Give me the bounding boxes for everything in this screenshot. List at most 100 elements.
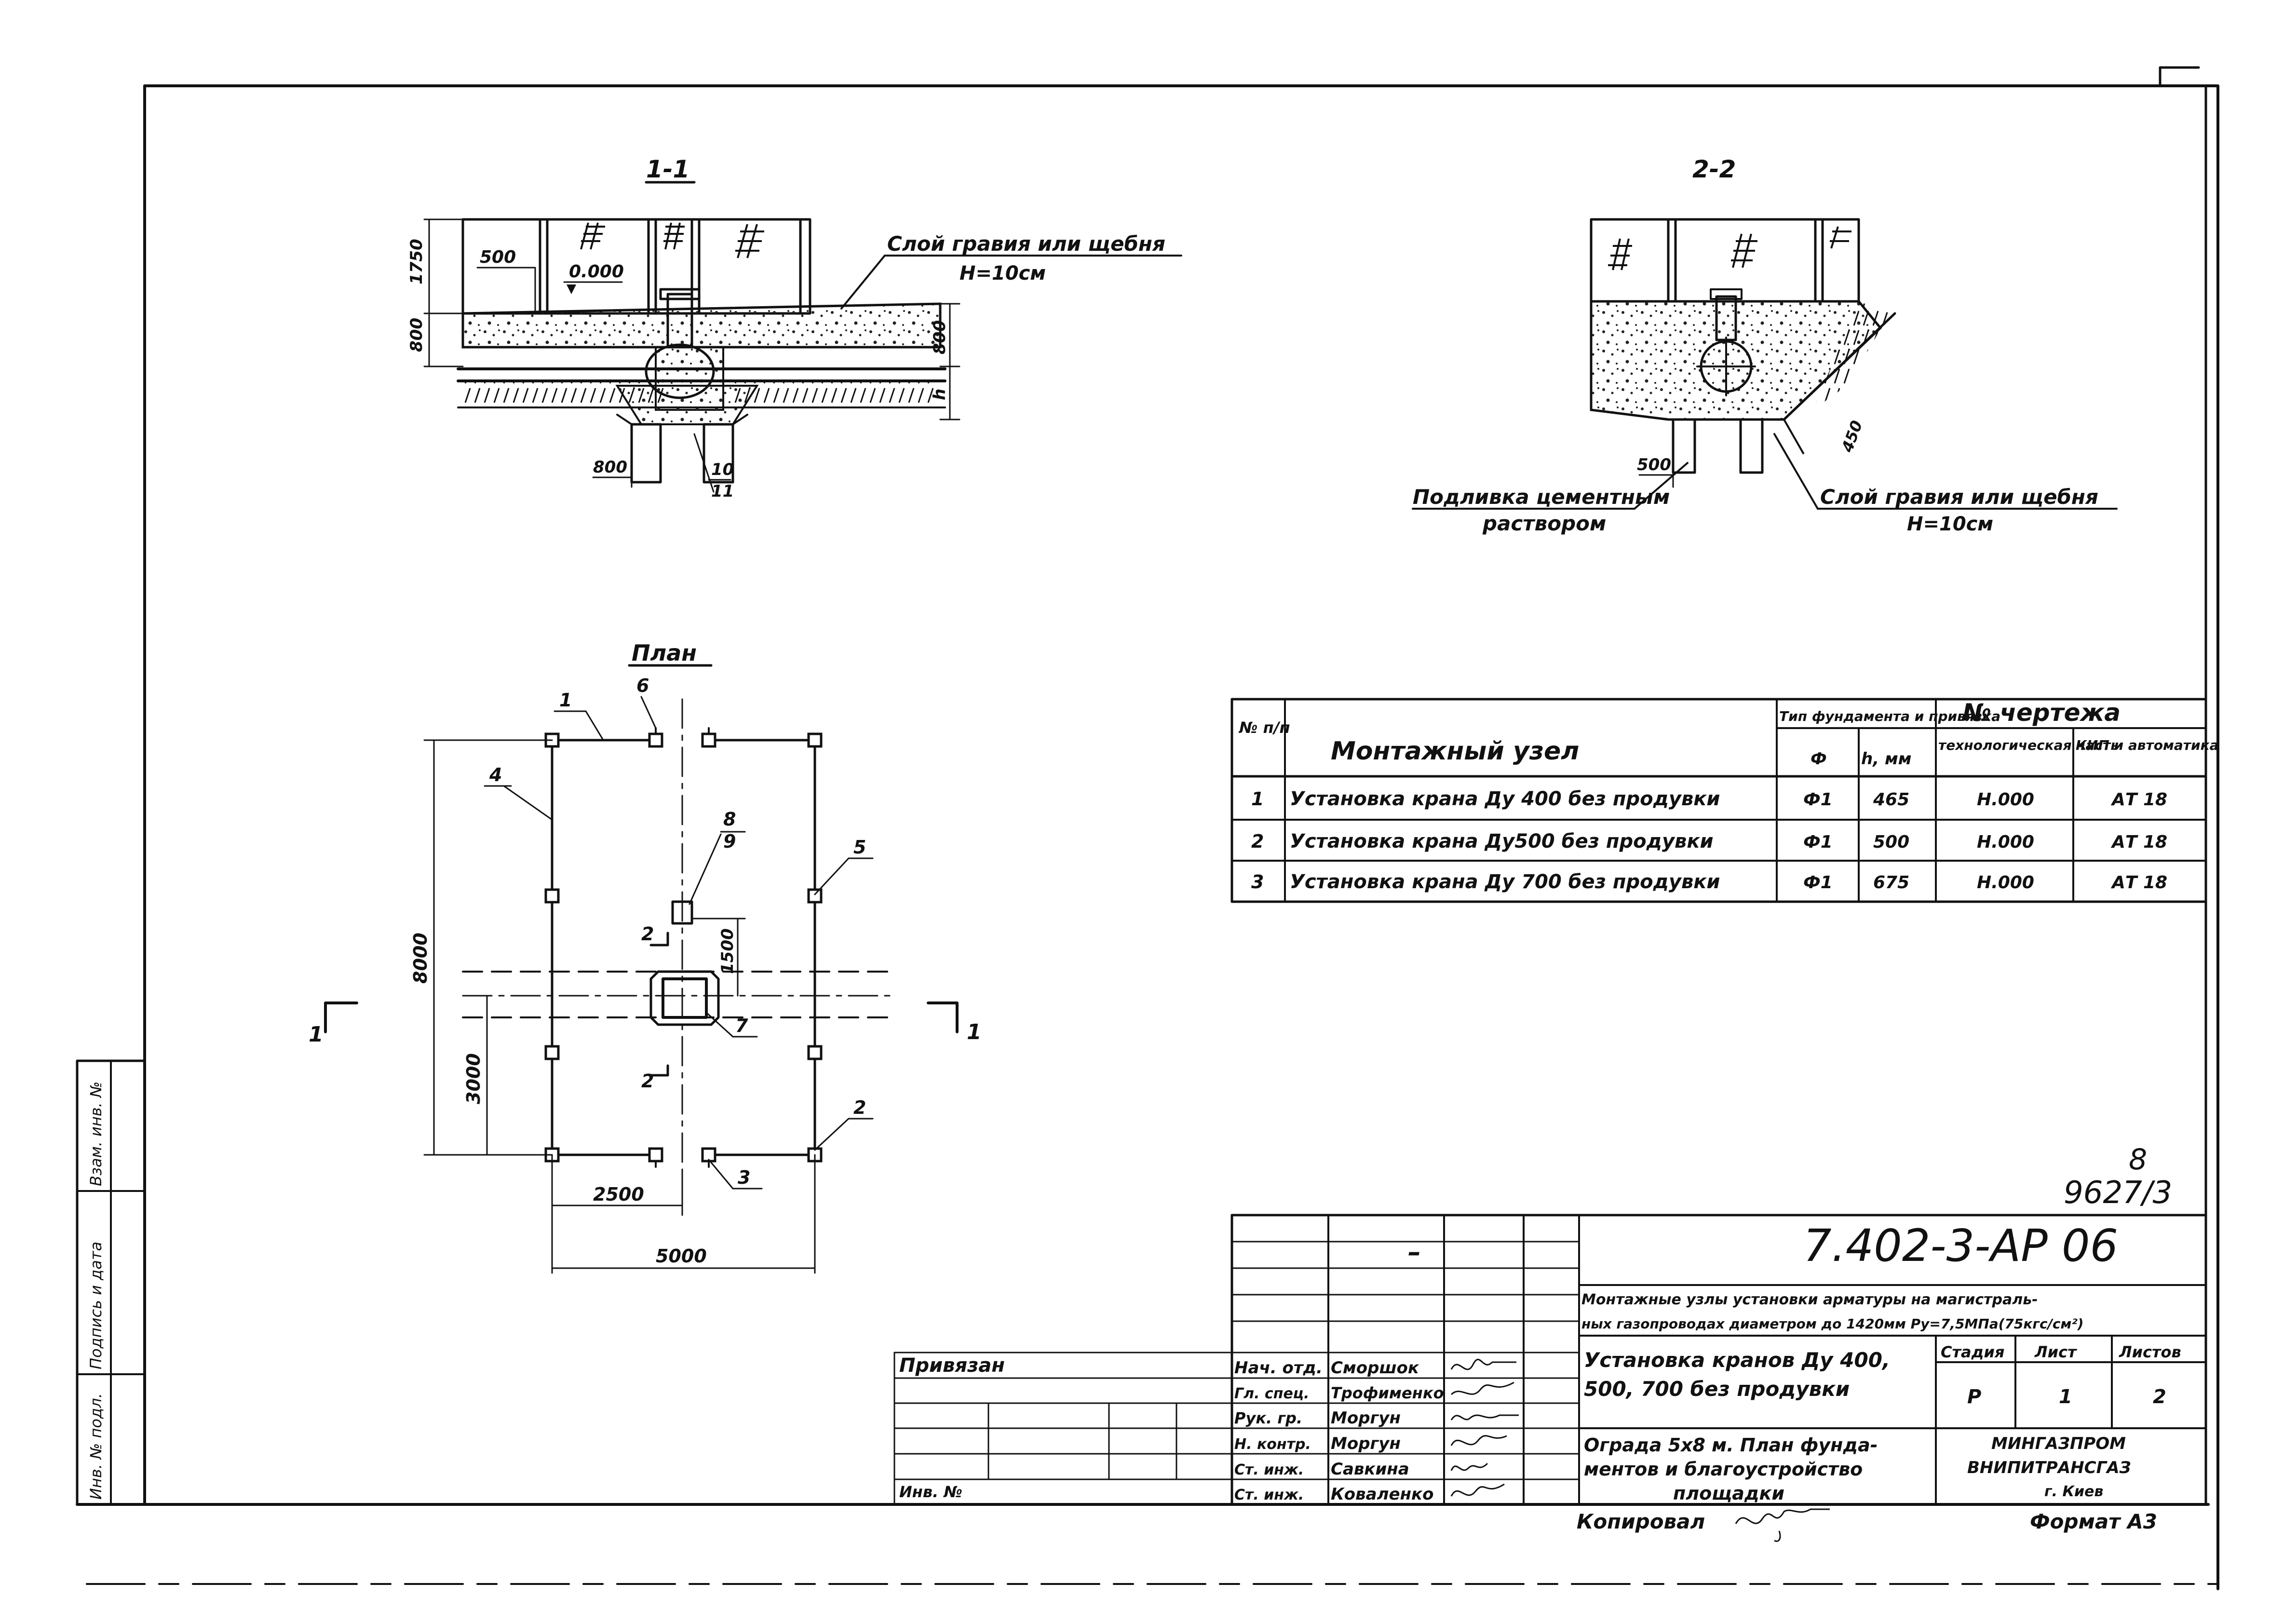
pos-8: 8	[723, 809, 736, 830]
series-line-2: ных газопроводах диаметром до 1420мм Ру=…	[1581, 1316, 2083, 1332]
svg-text:Ф1: Ф1	[1803, 790, 1833, 810]
document-code: 7.402-3-АР 06	[1803, 1220, 2118, 1272]
plan-dim-3000: 3000	[463, 1053, 484, 1104]
cut-label-bottom: 2	[641, 1070, 654, 1092]
pos-6: 6	[636, 675, 649, 696]
section-2-2: 2-2 500 450 Подливка цементным раствор	[1412, 155, 2118, 535]
th-drawing: № чертежа	[1961, 699, 2121, 727]
sheet-frame	[76, 66, 2219, 1590]
sheet-label: Лист	[2034, 1343, 2078, 1361]
pos-1: 1	[559, 690, 572, 711]
s2-dim-500: 500	[1637, 455, 1671, 474]
svg-text:675: 675	[1873, 873, 1909, 893]
sheet-reference: 8 9627/3	[2064, 1143, 2172, 1211]
th-tech: технологическая часть	[1938, 737, 2119, 753]
pos-9: 9	[723, 831, 736, 852]
th-phi: Ф	[1811, 749, 1827, 769]
sheet-ref-top: 8	[2129, 1143, 2147, 1177]
org-city: г. Киев	[2044, 1483, 2103, 1500]
drawing-title-1: Установка кранов Ду 400,	[1584, 1348, 1890, 1372]
svg-text:Ф1: Ф1	[1803, 873, 1833, 893]
sheet-value: 1	[2059, 1386, 2072, 1408]
th-foundation: Тип фундамента и привязка	[1779, 708, 2000, 724]
svg-text:АТ 18: АТ 18	[2110, 873, 2167, 893]
svg-text:Н. контр.: Н. контр.	[1234, 1436, 1311, 1453]
s1-gravel-note: Слой гравия или щебня	[887, 232, 1165, 256]
plan-dim-5000: 5000	[656, 1245, 707, 1267]
svg-text:Гл. спец.: Гл. спец.	[1234, 1385, 1309, 1402]
pos-5: 5	[853, 837, 866, 858]
th-h: h, мм	[1861, 749, 1912, 769]
inv-label: Инв. №	[899, 1483, 962, 1501]
signatures	[1450, 1358, 1519, 1497]
drawing-subject-2: ментов и благоустройство	[1584, 1459, 1863, 1480]
sheets-label: Листов	[2119, 1343, 2181, 1361]
s1-gravel-height: Н=10см	[959, 262, 1046, 284]
plan-view: План 1500	[309, 640, 982, 1274]
cut-label-left: 1	[309, 1022, 324, 1047]
plan-dim-8000: 8000	[410, 933, 431, 984]
dim-500-top: 500	[480, 247, 516, 267]
org-ministry: МИНГАЗПРОМ	[1991, 1434, 2126, 1453]
plan-dim-1500: 1500	[718, 928, 737, 974]
fence-posts	[544, 732, 823, 1163]
svg-text:Установка крана Ду 400 без про: Установка крана Ду 400 без продувки	[1290, 788, 1720, 810]
cut-label-top: 2	[641, 923, 654, 945]
drawing-title-2: 500, 700 без продувки	[1584, 1377, 1850, 1401]
pos-3: 3	[738, 1167, 750, 1188]
svg-text:465: 465	[1873, 790, 1909, 810]
sheet-ref-bottom: 9627/3	[2064, 1175, 2172, 1211]
plan-title: План	[632, 640, 697, 666]
node-table: № п/п Монтажный узел Тип фундамента и пр…	[1230, 698, 2218, 903]
svg-text:Ст. инж.: Ст. инж.	[1234, 1487, 1304, 1503]
series-line-1: Монтажные узлы установки арматуры на маг…	[1581, 1291, 2038, 1308]
side-stamp-field-replaced: Взам. инв. №	[87, 1082, 105, 1186]
svg-text:Моргун: Моргун	[1331, 1408, 1401, 1428]
svg-text:Коваленко: Коваленко	[1331, 1485, 1434, 1504]
stage-label: Стадия	[1941, 1343, 2004, 1361]
cut-label-right: 1	[967, 1020, 982, 1044]
th-num: № п/п	[1238, 718, 1290, 737]
svg-text:Установка крана Ду 700 без про: Установка крана Ду 700 без продувки	[1290, 871, 1720, 893]
svg-text:3: 3	[1251, 871, 1264, 893]
stage-value: Р	[1967, 1386, 1981, 1408]
s2-grout-note: Подливка цементным	[1413, 485, 1670, 509]
dim-800-bottom: 800	[593, 458, 627, 477]
side-stamp-field-signature: Подпись и дата	[87, 1242, 105, 1369]
pos-2: 2	[853, 1097, 866, 1118]
svg-text:Савкина: Савкина	[1331, 1460, 1409, 1479]
privyazan-label: Привязан	[899, 1354, 1005, 1377]
level-mark: 0.000	[569, 262, 624, 282]
svg-text:Нач. отд.: Нач. отд.	[1234, 1358, 1323, 1378]
svg-text:Ст. инж.: Ст. инж.	[1234, 1462, 1304, 1478]
copied-label: Копировал	[1577, 1510, 1705, 1533]
copyist-signature	[1735, 1508, 1830, 1542]
svg-text:2: 2	[1251, 831, 1264, 852]
svg-text:АТ 18: АТ 18	[2110, 832, 2167, 852]
drawing-subject-3: площадки	[1673, 1483, 1784, 1504]
svg-text:АТ 18: АТ 18	[2110, 790, 2167, 810]
s2-gravel-height: Н=10см	[1907, 513, 1993, 535]
callout-11: 11	[711, 482, 734, 501]
dim-800-left: 800	[407, 318, 426, 352]
table-row: 2 Установка крана Ду500 без продувки Ф1 …	[1251, 830, 2167, 853]
th-node: Монтажный узел	[1331, 737, 1579, 766]
section-1-1-title: 1-1	[646, 155, 689, 183]
section-2-2-title: 2-2	[1692, 155, 1736, 183]
dim-800-right: 800	[930, 320, 949, 354]
table-row: 1 Установка крана Ду 400 без продувки Ф1…	[1251, 788, 2167, 810]
pos-4: 4	[489, 764, 502, 785]
format-label: Формат А3	[2030, 1510, 2157, 1533]
fence-mesh-hatch	[580, 222, 764, 258]
svg-text:Рук. гр.: Рук. гр.	[1234, 1409, 1302, 1427]
fence-mesh-hatch-2	[1608, 226, 1851, 271]
signers-list: Нач. отд. Сморшок Гл. спец. Трофименко Р…	[1234, 1358, 1444, 1504]
title-block-dash: –	[1408, 1237, 1421, 1267]
svg-text:Трофименко: Трофименко	[1331, 1384, 1444, 1402]
svg-text:Н.000: Н.000	[1977, 873, 2034, 893]
svg-text:Моргун: Моргун	[1331, 1434, 1401, 1453]
svg-text:500: 500	[1873, 832, 1909, 852]
s2-dim-450: 450	[1838, 418, 1866, 455]
plan-dim-2500: 2500	[593, 1184, 644, 1205]
